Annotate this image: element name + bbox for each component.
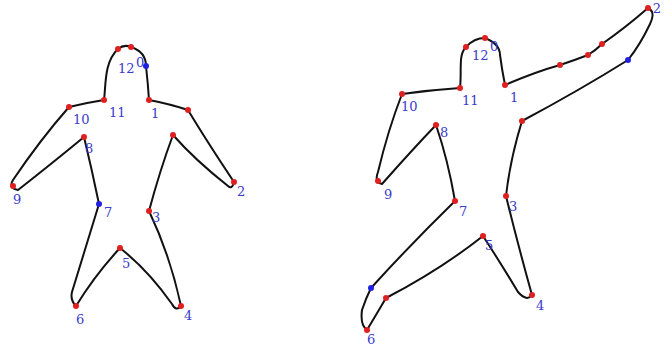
- keypoint-number: 8: [85, 142, 93, 155]
- keypoint-number: 2: [653, 2, 661, 15]
- keypoint-number: 10: [401, 100, 418, 113]
- keypoint-number: 8: [440, 126, 448, 139]
- keypoint-number: 3: [152, 211, 160, 224]
- keypoint-number: 11: [462, 94, 479, 107]
- keypoint-number: 2: [237, 185, 245, 198]
- left-silhouette: [11, 46, 234, 309]
- keypoint-number: 1: [151, 107, 159, 120]
- keypoint-number: 3: [509, 200, 517, 213]
- keypoint-number: 6: [367, 333, 375, 346]
- keypoint-number: 5: [485, 239, 493, 252]
- keypoint-number: 0: [490, 40, 498, 53]
- keypoint-number: 6: [76, 313, 84, 326]
- right-silhouette: [362, 8, 653, 330]
- keypoint-number: 4: [184, 309, 192, 322]
- keypoint-number: 0: [136, 56, 144, 69]
- keypoint-number: 7: [459, 205, 467, 218]
- keypoint-number: 12: [472, 49, 489, 62]
- keypoint-number: 10: [73, 113, 90, 126]
- keypoint-number: 4: [536, 299, 544, 312]
- keypoint-number: 9: [13, 193, 21, 206]
- keypoint-number: 7: [104, 206, 112, 219]
- keypoint-number: 11: [109, 106, 126, 119]
- keypoint-number: 12: [118, 62, 135, 75]
- keypoint-number: 9: [384, 188, 392, 201]
- keypoint-dots: [10, 5, 651, 333]
- keypoint-number: 1: [510, 91, 518, 104]
- keypoint-number: 5: [122, 257, 130, 270]
